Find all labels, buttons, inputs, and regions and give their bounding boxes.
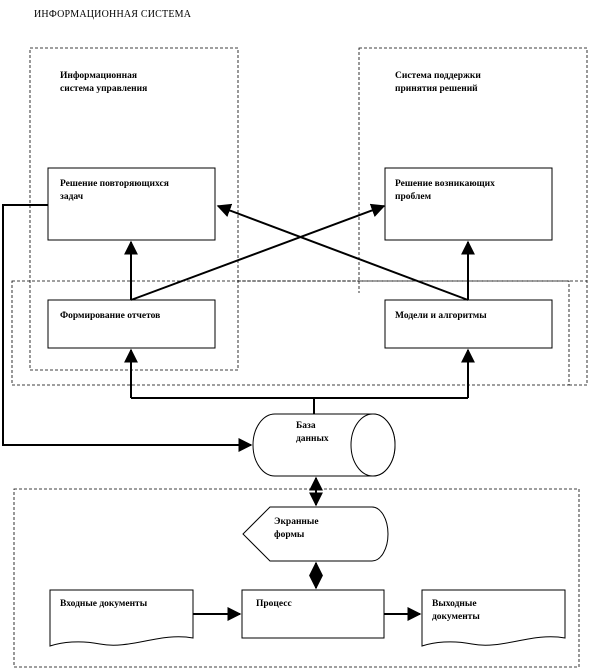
screen-forms-label: Экранные формы	[274, 517, 319, 540]
database-cylinder-cap	[350, 413, 396, 477]
reports-label: Формирование отчетов	[60, 311, 161, 321]
models-to-recurring-arrow	[216, 203, 469, 301]
screen-forms-shape	[242, 506, 389, 562]
recurring-tasks-label: Решение повторяющихся задач	[60, 179, 169, 202]
recurring-to-db-arrow	[2, 204, 253, 452]
process-box	[241, 589, 385, 639]
processing-region	[11, 280, 570, 386]
mis-region-label: Информационная система управления	[60, 71, 148, 94]
dss-region-lower-edge	[358, 281, 588, 386]
output-docs-shape	[421, 589, 566, 647]
document-flow-region	[13, 488, 580, 668]
input-docs-label: Входные документы	[60, 599, 148, 609]
database-label: База данных	[296, 421, 329, 444]
reports-box	[47, 299, 216, 349]
output-docs-label: Выходные документы	[432, 599, 480, 622]
process-label: Процесс	[256, 599, 292, 609]
emerging-problems-label: Решение возникающих проблем	[395, 179, 495, 202]
recurring-tasks-box	[47, 167, 216, 241]
input-docs-shape	[49, 589, 194, 647]
reports-to-emerging-arrow	[130, 203, 386, 301]
models-label: Модели и алгоритмы	[395, 311, 487, 321]
dss-region-label: Система поддержки принятия решений	[395, 71, 481, 94]
models-box	[384, 299, 553, 349]
diagram-title: ИНФОРМАЦИОННАЯ СИСТЕМА	[34, 9, 192, 20]
